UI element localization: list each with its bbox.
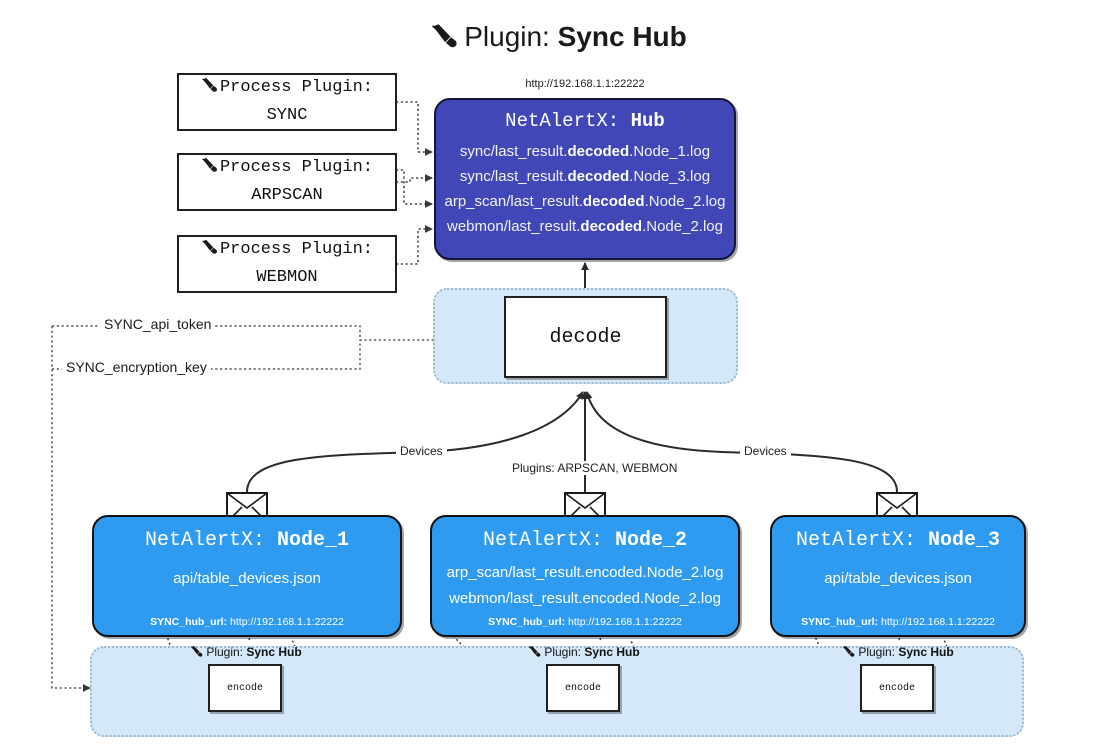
node-footer-label: SYNC_hub_url: [150, 616, 228, 628]
title-prefix: Plugin: [464, 21, 558, 52]
hub-log-pre: arp_scan/last_result. [444, 193, 583, 210]
node-title: NetAlertX: Node_2 [483, 529, 687, 552]
hub-log-strong: decoded [567, 143, 630, 160]
node-title-strong: Node_2 [615, 529, 688, 552]
node-footer-value: http://192.168.1.1:22222 [878, 616, 995, 628]
hub-log-row: arp_scan/last_result.decoded.Node_2.log [436, 189, 734, 214]
encoder-caption-prefix: Plugin: [544, 645, 585, 659]
hub-title: NetAlertX: Hub [436, 110, 734, 132]
encoder-caption-prefix: Plugin: [206, 645, 247, 659]
process-plugin-arpscan[interactable]: Process Plugin: ARPSCAN [177, 153, 397, 211]
hub-log-pre: webmon/last_result. [447, 218, 581, 235]
encoder-caption-strong: Sync Hub [584, 645, 640, 659]
node-line: webmon/last_result.encoded.Node_2.log [449, 590, 721, 607]
hub-log-row: webmon/last_result.decoded.Node_2.log [436, 214, 734, 239]
node-footer: SYNC_hub_url: http://192.168.1.1:22222 [772, 616, 1024, 628]
encoder-caption-node-2: Plugin: Sync Hub [484, 645, 684, 661]
hub-log-post: .Node_2.log [642, 218, 723, 235]
edge-label-devices-right: Devices [740, 444, 791, 458]
node-footer-value: http://192.168.1.1:22222 [227, 616, 344, 628]
plug-icon [528, 645, 542, 661]
process-plugin-arpscan-line1: Process Plugin: [201, 155, 373, 183]
hub-log-post: .Node_3.log [629, 168, 711, 185]
hub-log-row: sync/last_result.decoded.Node_1.log [436, 139, 734, 164]
hub-log-strong: decoded [567, 168, 630, 185]
node-line: api/table_devices.json [824, 570, 972, 587]
setting-encryption-key-label: SYNC_encryption_key [62, 359, 211, 375]
node-line: api/table_devices.json [173, 570, 321, 587]
plug-icon [842, 645, 856, 661]
plug-icon [430, 21, 460, 59]
node-line: arp_scan/last_result.encoded.Node_2.log [446, 564, 724, 581]
plug-icon [201, 77, 219, 103]
node-footer-label: SYNC_hub_url: [488, 616, 566, 628]
encoder-caption-prefix: Plugin: [858, 645, 899, 659]
encoder-caption-node-3: Plugin: Sync Hub [798, 645, 998, 661]
hub-url-label: http://192.168.1.1:22222 [525, 78, 645, 90]
node-footer-value: http://192.168.1.1:22222 [565, 616, 682, 628]
node-card-node-3[interactable]: NetAlertX: Node_3 api/table_devices.json… [770, 515, 1026, 637]
process-plugin-webmon-name: WEBMON [256, 268, 318, 287]
node-title-strong: Node_1 [277, 529, 350, 552]
encoder-caption-strong: Sync Hub [898, 645, 954, 659]
node-footer: SYNC_hub_url: http://192.168.1.1:22222 [94, 616, 400, 628]
process-plugin-arpscan-label: Process Plugin: [219, 158, 374, 177]
process-plugin-sync[interactable]: Process Plugin: SYNC [177, 73, 397, 131]
setting-api-token-label: SYNC_api_token [100, 316, 216, 332]
decode-box[interactable]: decode [504, 296, 667, 378]
node-card-node-2[interactable]: NetAlertX: Node_2 arp_scan/last_result.e… [430, 515, 740, 637]
node-footer-label: SYNC_hub_url: [801, 616, 879, 628]
hub-title-strong: Hub [630, 110, 665, 132]
hub-log-post: .Node_1.log [629, 143, 711, 160]
hub-title-prefix: NetAlertX: [505, 110, 631, 132]
hub-log-strong: decoded [582, 193, 645, 210]
title-strong: Sync Hub [557, 21, 687, 52]
edge-label-devices-left: Devices [396, 444, 447, 458]
plug-icon [190, 645, 204, 661]
hub-node[interactable]: NetAlertX: Hub sync/last_result.decoded.… [434, 98, 736, 260]
node-title: NetAlertX: Node_3 [796, 529, 1000, 552]
hub-log-strong: decoded [580, 218, 643, 235]
process-plugin-webmon-line1: Process Plugin: [201, 237, 373, 265]
process-plugin-sync-line1: Process Plugin: [201, 75, 373, 103]
node-footer: SYNC_hub_url: http://192.168.1.1:22222 [432, 616, 738, 628]
process-plugin-connectors [396, 101, 433, 265]
node-title-prefix: NetAlertX: [482, 529, 615, 552]
hub-log-pre: sync/last_result. [459, 143, 568, 160]
plug-icon [201, 239, 219, 265]
edge-label-plugins: Plugins: ARPSCAN, WEBMON [508, 461, 682, 475]
encoder-caption-node-1: Plugin: Sync Hub [146, 645, 346, 661]
page-title: Plugin: Sync Hub [0, 18, 1117, 59]
plug-icon [201, 157, 219, 183]
node-title: NetAlertX: Node_1 [145, 529, 349, 552]
hub-log-list: sync/last_result.decoded.Node_1.log sync… [436, 139, 734, 239]
encode-box-node-2[interactable]: encode [546, 664, 620, 712]
node-title-prefix: NetAlertX: [144, 529, 277, 552]
node-title-strong: Node_3 [928, 529, 1001, 552]
process-plugin-webmon-label: Process Plugin: [219, 240, 374, 259]
hub-log-pre: sync/last_result. [459, 168, 568, 185]
encoder-caption-strong: Sync Hub [246, 645, 302, 659]
process-plugin-webmon[interactable]: Process Plugin: WEBMON [177, 235, 397, 293]
hub-log-post: .Node_2.log [644, 193, 726, 210]
process-plugin-sync-name: SYNC [266, 106, 308, 125]
process-plugin-sync-label: Process Plugin: [219, 78, 374, 97]
encode-box-node-3[interactable]: encode [860, 664, 934, 712]
encode-box-node-1[interactable]: encode [208, 664, 282, 712]
hub-log-row: sync/last_result.decoded.Node_3.log [436, 164, 734, 189]
node-title-prefix: NetAlertX: [795, 529, 928, 552]
node-card-node-1[interactable]: NetAlertX: Node_1 api/table_devices.json… [92, 515, 402, 637]
process-plugin-arpscan-name: ARPSCAN [251, 186, 323, 205]
